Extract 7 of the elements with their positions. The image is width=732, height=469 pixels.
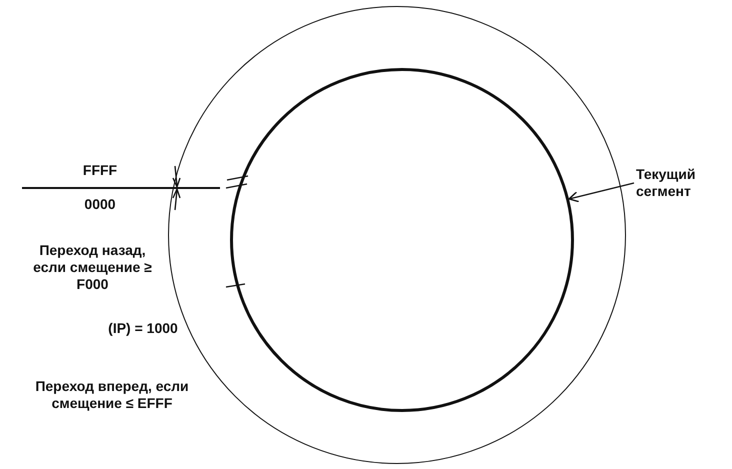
circle-outline	[230, 68, 574, 412]
address-label: 0000	[83, 196, 117, 213]
address-label: FFFF	[82, 162, 118, 179]
condition-note: Переход назад, если смещение ≥ F000	[32, 242, 153, 293]
condition-note: Переход вперед, если смещение ≤ EFFF	[34, 378, 190, 412]
pointer-label: (IP) = 1000	[107, 320, 179, 337]
segment-label: Текущий сегмент	[636, 166, 716, 200]
